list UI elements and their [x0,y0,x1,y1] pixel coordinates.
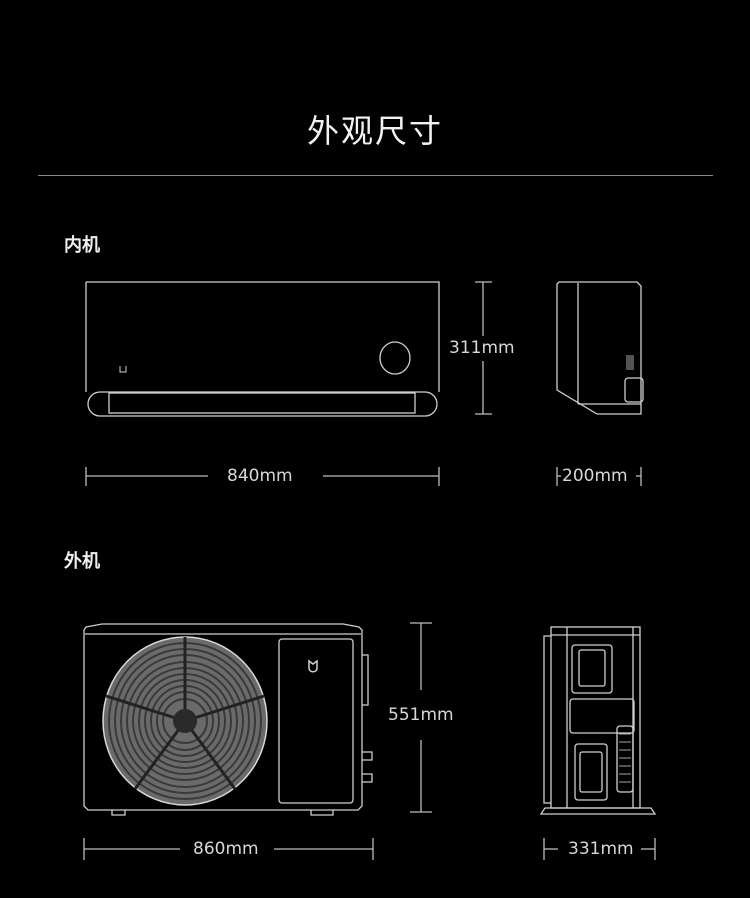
outdoor-height-dimension [410,622,432,813]
indoor-width-label: 840mm [224,466,296,486]
outdoor-depth-dimension [543,838,656,860]
mi-logo-icon [119,366,127,373]
indoor-height-dimension [475,281,492,415]
outdoor-unit-side-drawing [539,626,657,815]
outdoor-section-label: 外机 [64,551,100,572]
display-circle [379,341,411,375]
indoor-depth-label: 200mm [561,466,629,486]
outdoor-height-label: 551mm [385,705,457,725]
outdoor-width-dimension [83,838,374,860]
indoor-unit-front-drawing [85,281,440,417]
indoor-unit-side-drawing [556,281,644,415]
fan-grille-icon [102,636,268,806]
mi-logo-icon [308,659,318,673]
outdoor-depth-label: 331mm [565,839,637,859]
title-divider [38,175,713,176]
outdoor-width-label: 860mm [190,839,262,859]
outdoor-unit-front-drawing [83,623,373,816]
page-title: 外观尺寸 [306,112,443,150]
indoor-section-label: 内机 [64,235,100,256]
indoor-width-dimension [85,467,440,486]
indoor-height-label: 311mm [446,338,518,358]
